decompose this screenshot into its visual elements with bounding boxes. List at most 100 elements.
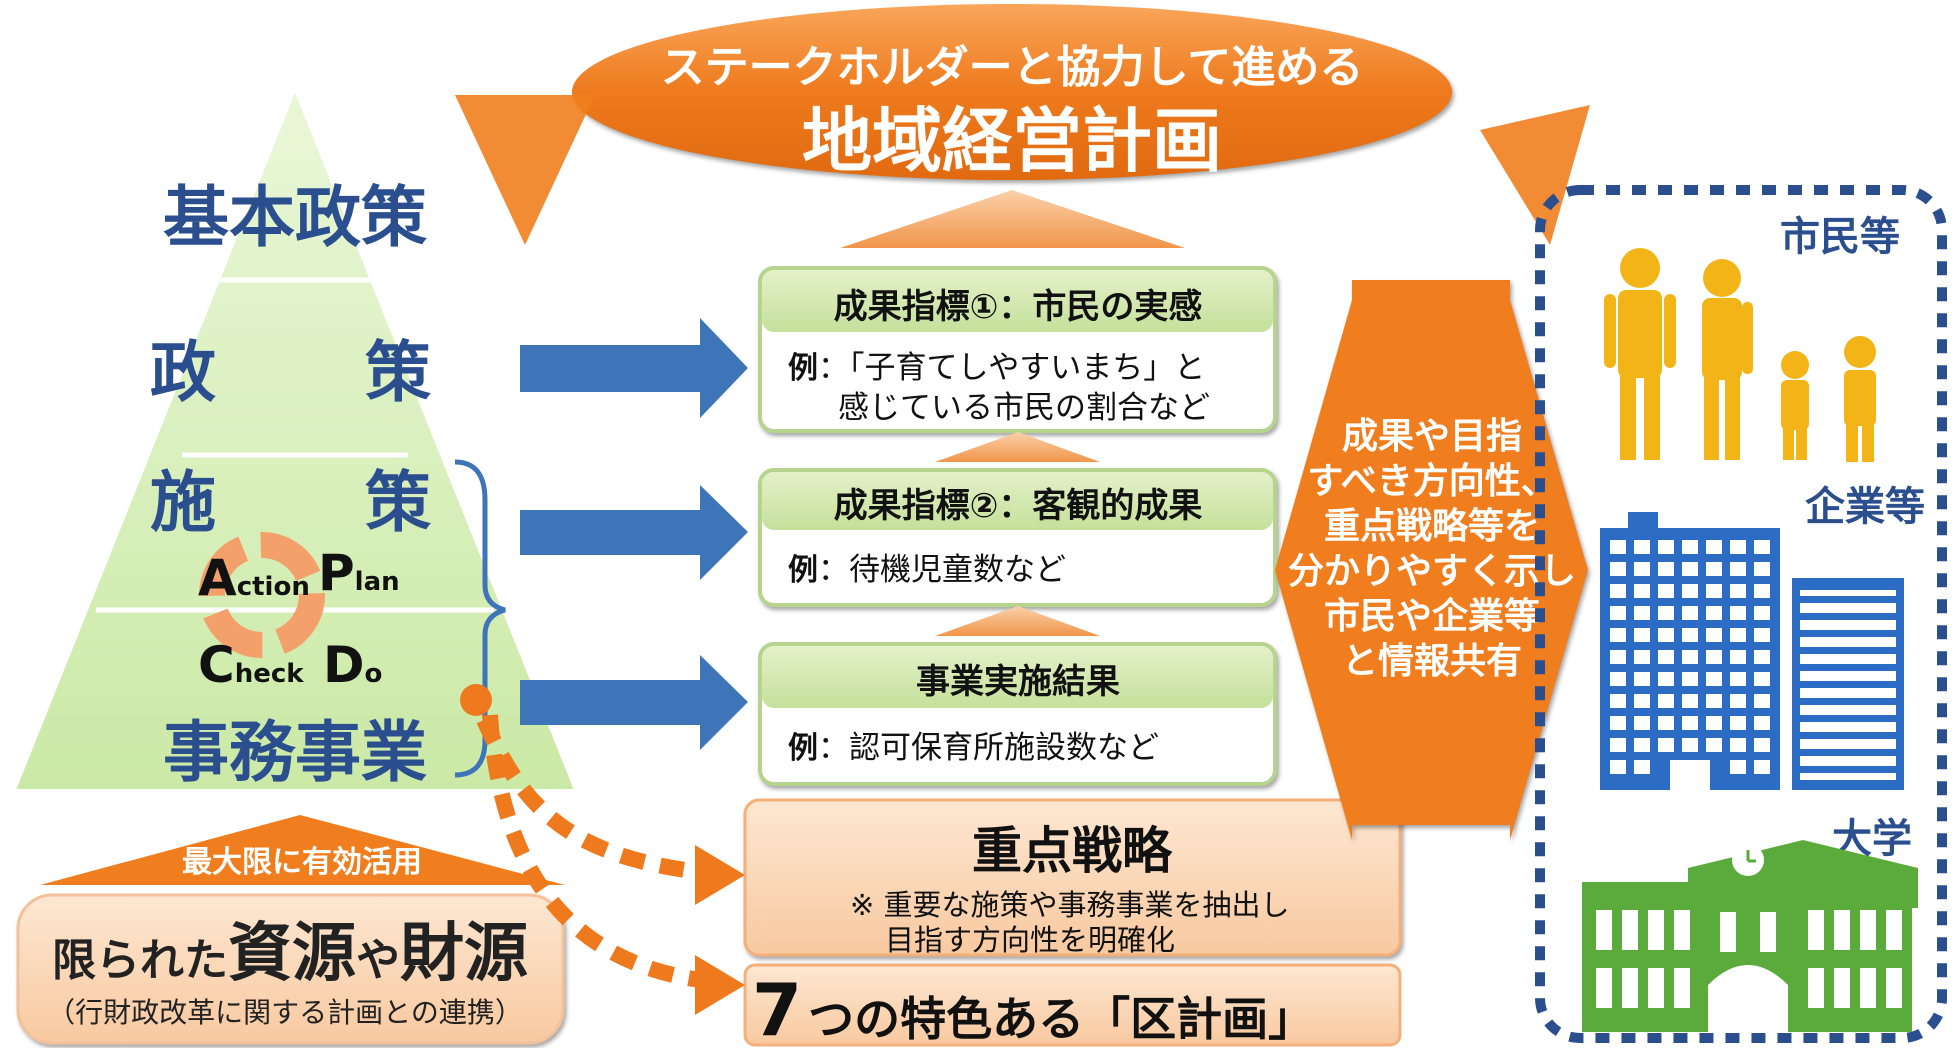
stakeholder-frame — [1535, 185, 1947, 1043]
window-pane — [1658, 584, 1674, 598]
window-pane — [1706, 606, 1722, 620]
window-pane — [1634, 584, 1650, 598]
window-pane — [1674, 910, 1690, 950]
indicator-1-example-line1: ：「子育てしやすいまち」と — [818, 350, 1205, 386]
window-pane — [1634, 650, 1650, 664]
svg-text:限られた資源や財源: 限られた資源や財源 — [52, 917, 528, 991]
window-pane — [1754, 584, 1770, 598]
window-pane — [1754, 672, 1770, 686]
window-pane — [1800, 732, 1896, 739]
window-pane — [1634, 716, 1650, 730]
sharing-double-arrow — [1275, 280, 1588, 840]
indicator-1-example-label: 例 — [788, 351, 818, 386]
window-pane — [1634, 628, 1650, 642]
window-pane — [1622, 910, 1638, 950]
arrow-measure-to-indicator2 — [520, 485, 748, 580]
window-pane — [1634, 562, 1650, 576]
window-pane — [1706, 716, 1722, 730]
sharing-text-line2: すべき方向性、 — [1307, 461, 1556, 502]
people-icon — [1604, 248, 1876, 462]
dotted-arrowhead-ward-plan — [695, 955, 745, 1015]
window-pane — [1658, 540, 1674, 554]
resources-title-d: 財源 — [400, 917, 528, 991]
strategy-title: 重点戦略 — [972, 822, 1173, 880]
window-pane — [1682, 562, 1698, 576]
svg-text:Action: Action — [198, 549, 310, 607]
pyramid-level-business: 事務事業 — [163, 714, 427, 791]
window-pane — [1800, 630, 1896, 637]
window-pane — [1834, 968, 1850, 1008]
window-pane — [1754, 562, 1770, 576]
window-pane — [1886, 968, 1902, 1008]
window-pane — [1634, 606, 1650, 620]
window-pane — [1682, 540, 1698, 554]
pdca-action-cap: A — [198, 549, 237, 607]
indicator-3-example-line1: ：認可保育所施設数など — [818, 730, 1159, 766]
window-pane — [1800, 664, 1896, 671]
ward-plan-text: つの特色ある「区計画」 — [808, 992, 1314, 1046]
window-pane — [1860, 968, 1876, 1008]
window-pane — [1658, 650, 1674, 664]
window-pane — [1706, 650, 1722, 664]
pdca-plan-rest: lan — [355, 567, 400, 597]
header-oval — [572, 4, 1452, 180]
window-pane — [1610, 628, 1626, 642]
window-pane — [1730, 584, 1746, 598]
window-pane — [1634, 760, 1650, 774]
window-pane — [1730, 606, 1746, 620]
pdca-check-rest: heck — [235, 659, 305, 689]
window-pane — [1800, 698, 1896, 705]
window-pane — [1720, 912, 1736, 952]
window-pane — [1730, 540, 1746, 554]
window-pane — [1754, 606, 1770, 620]
window-pane — [1610, 760, 1626, 774]
window-pane — [1754, 694, 1770, 708]
strategy-box — [743, 798, 1402, 957]
window-pane — [1610, 562, 1626, 576]
resources-title-c: や — [356, 935, 400, 986]
window-pane — [1682, 672, 1698, 686]
ward-plan-number: 7 — [752, 968, 802, 1048]
resources-title-b: 資源 — [228, 917, 356, 991]
dotted-arrow-to-ward-plan — [482, 714, 702, 988]
svg-text:Check: Check — [198, 636, 304, 694]
indicator-3-example-label: 例 — [788, 731, 818, 766]
indicator-2-title: 成果指標②：客観的成果 — [834, 486, 1203, 526]
window-pane — [1670, 760, 1710, 790]
triangle-to-header — [840, 190, 1185, 248]
window-pane — [1706, 672, 1722, 686]
window-pane — [1634, 738, 1650, 752]
window-pane — [1658, 694, 1674, 708]
indicator-1-example-line2: 感じている市民の割合など — [838, 390, 1210, 426]
university-windows — [1596, 910, 1902, 1008]
window-pane — [1754, 540, 1770, 554]
window-pane — [1682, 716, 1698, 730]
sharing-text-line3: 重点戦略等を — [1324, 506, 1540, 547]
window-pane — [1730, 694, 1746, 708]
window-pane — [1754, 716, 1770, 730]
window-pane — [1706, 628, 1722, 642]
window-pane — [1610, 672, 1626, 686]
resources-subtitle: （行財政改革に関する計画との連携） — [47, 996, 523, 1029]
dotted-arrow-origin — [460, 684, 492, 716]
window-pane — [1610, 540, 1626, 554]
sharing-text-line6: と情報共有 — [1342, 641, 1522, 682]
indicator-box-3 — [758, 642, 1277, 786]
window-pane — [1658, 672, 1674, 686]
window-pane — [1730, 760, 1746, 774]
window-pane — [1730, 672, 1746, 686]
measure-business-brace — [454, 459, 506, 778]
window-pane — [1610, 650, 1626, 664]
window-pane — [1808, 968, 1824, 1008]
strategy-note-line2: 目指す方向性を明確化 — [885, 923, 1175, 957]
header-line1: ステークホルダーと協力して進める — [661, 42, 1364, 93]
window-pane — [1682, 606, 1698, 620]
office-building-stripes — [1800, 596, 1896, 773]
pdca-action-rest: ction — [237, 572, 310, 602]
window-pane — [1596, 910, 1612, 950]
resources-banner — [40, 815, 565, 885]
indicator-box-1 — [758, 266, 1277, 433]
strategy-note-line1: ※ 重要な施策や事務事業を抽出し — [850, 888, 1290, 922]
window-pane — [1674, 968, 1690, 1008]
